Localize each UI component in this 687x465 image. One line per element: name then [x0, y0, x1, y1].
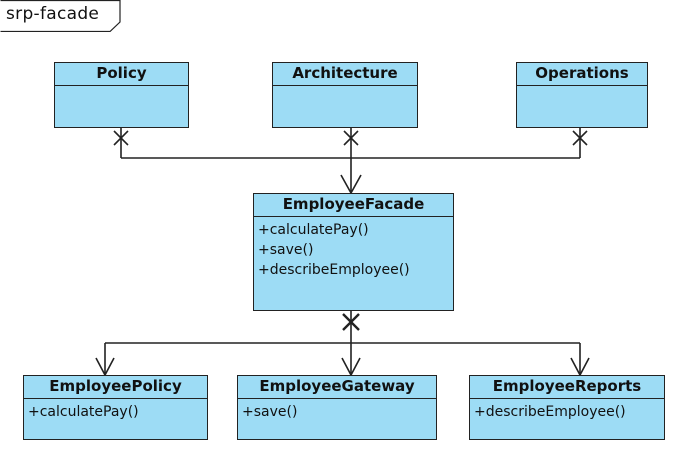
class-name: Policy [55, 63, 188, 86]
x-mark-architecture [343, 130, 359, 146]
x-mark-facade [342, 313, 360, 331]
class-employee-facade[interactable]: EmployeeFacade +calculatePay() +save() +… [253, 193, 454, 311]
operation: +save() [258, 242, 314, 258]
class-employee-policy[interactable]: EmployeePolicy +calculatePay() [23, 375, 208, 440]
operations-compartment: +describeEmployee() [470, 399, 664, 422]
operations-compartment: +save() [238, 399, 436, 422]
operation: +save() [242, 404, 298, 420]
class-name: Architecture [273, 63, 417, 86]
class-name: Operations [517, 63, 647, 86]
class-name: EmployeeReports [470, 376, 664, 399]
operation: +describeEmployee() [258, 262, 410, 278]
x-mark-policy [113, 130, 129, 146]
operation: +describeEmployee() [474, 404, 626, 420]
class-name: EmployeeGateway [238, 376, 436, 399]
class-policy[interactable]: Policy [54, 62, 189, 128]
class-architecture[interactable]: Architecture [272, 62, 418, 128]
class-name: EmployeePolicy [24, 376, 207, 399]
operation: +calculatePay() [28, 404, 139, 420]
class-operations[interactable]: Operations [516, 62, 648, 128]
operations-compartment: +calculatePay() +save() +describeEmploye… [254, 217, 453, 280]
diagram-frame-tab [0, 0, 121, 32]
class-employee-gateway[interactable]: EmployeeGateway +save() [237, 375, 437, 440]
x-mark-operations [572, 130, 588, 146]
class-employee-reports[interactable]: EmployeeReports +describeEmployee() [469, 375, 665, 440]
operation: +calculatePay() [258, 222, 369, 238]
operations-compartment: +calculatePay() [24, 399, 207, 422]
diagram-frame-title: srp-facade [6, 4, 100, 24]
class-name: EmployeeFacade [254, 194, 453, 217]
